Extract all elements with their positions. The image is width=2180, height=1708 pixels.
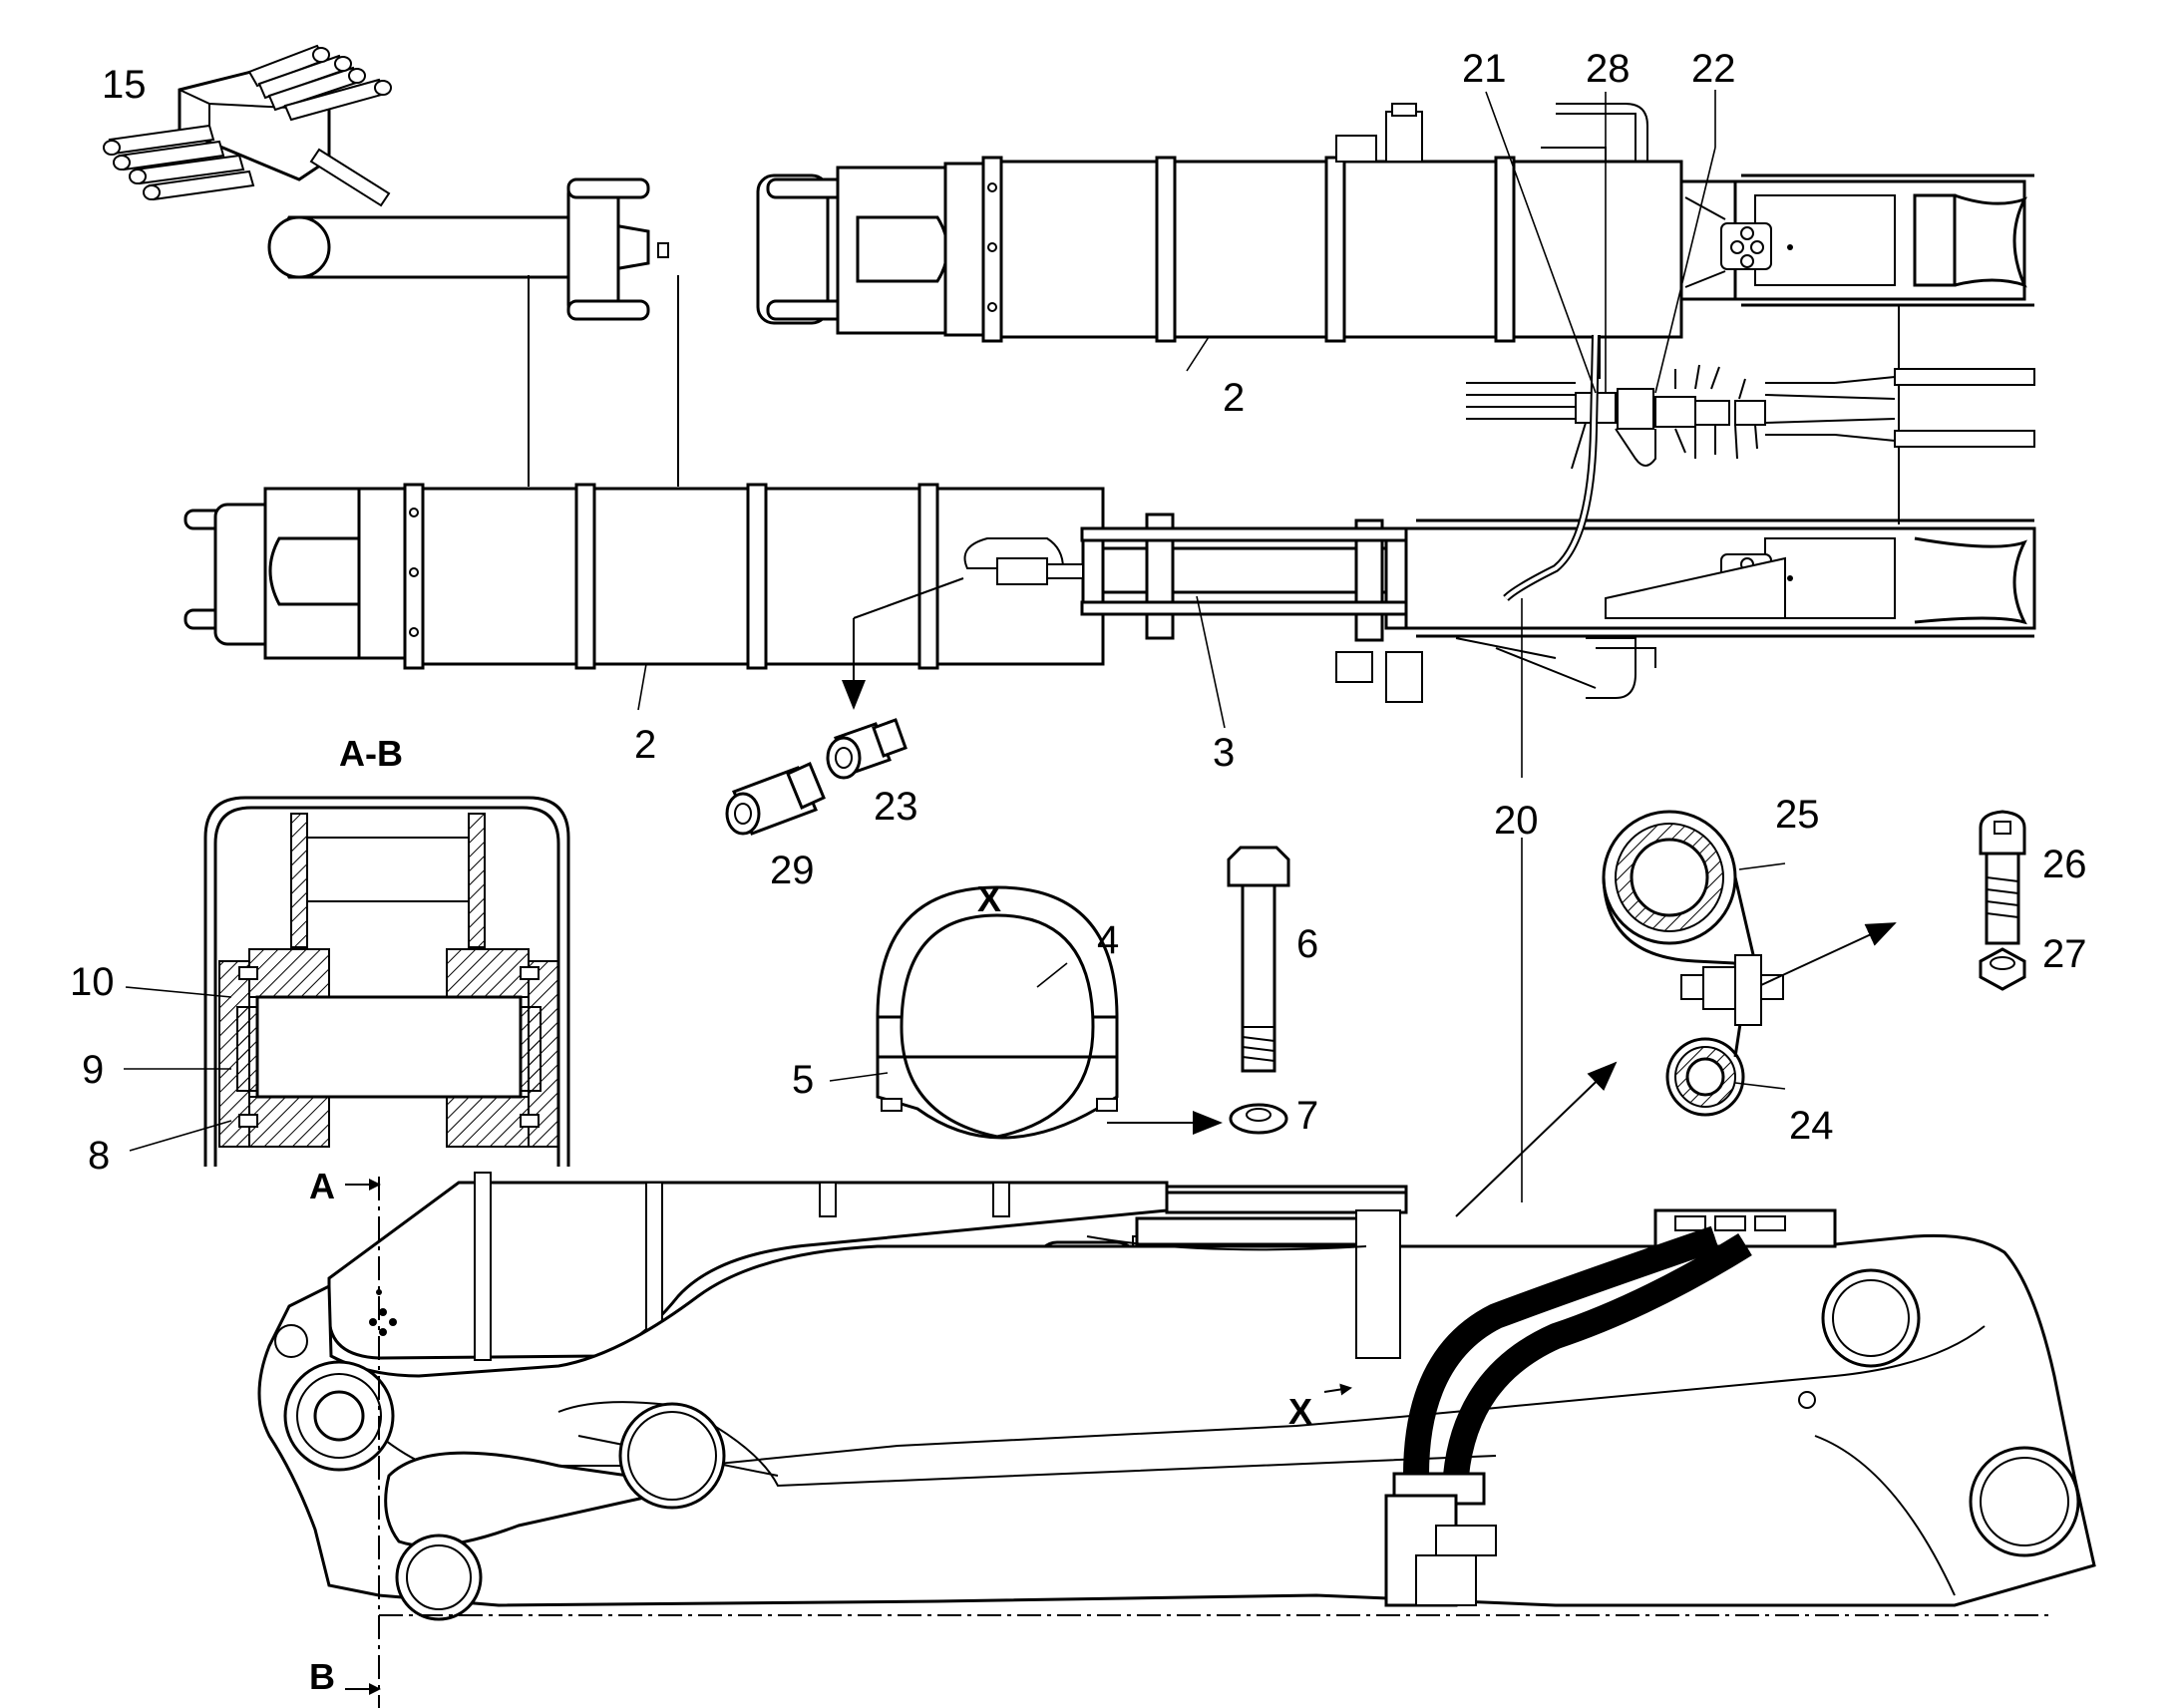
callout-3: 3 <box>1213 731 1235 775</box>
section-title-a-b: A-B <box>339 733 403 774</box>
callout-22: 22 <box>1691 47 1736 91</box>
callout-7: 7 <box>1296 1094 1318 1138</box>
callout-5: 5 <box>792 1058 814 1102</box>
callout-8: 8 <box>88 1134 110 1178</box>
side-view-boom <box>257 1172 2096 1621</box>
callout-27: 27 <box>2042 932 2087 976</box>
cut-label-a: A <box>309 1166 335 1206</box>
callout-15: 15 <box>102 63 147 107</box>
top-view-upper-boom <box>267 103 2034 343</box>
callout-21: 21 <box>1462 47 1507 91</box>
cut-label-b: B <box>309 1656 335 1697</box>
callout-labels: 15 21 28 22 2 2 3 23 29 20 25 26 27 4 5 … <box>70 47 2087 1697</box>
fittings-23-29 <box>725 718 908 836</box>
pipe-clamps-24-25 <box>1602 810 1784 1117</box>
callout-10: 10 <box>70 960 115 1004</box>
callout-24: 24 <box>1789 1104 1834 1148</box>
callout-28: 28 <box>1586 47 1631 91</box>
screw-26-nut-27 <box>1979 810 2026 991</box>
callout-26: 26 <box>2042 843 2087 886</box>
callout-2-lower: 2 <box>634 723 656 767</box>
clamp-4-5 <box>876 885 1119 1140</box>
top-view-lower-boom <box>183 483 2036 703</box>
view-title-x: X <box>977 878 1001 919</box>
callout-23: 23 <box>874 785 918 829</box>
callout-29: 29 <box>770 849 815 892</box>
manifold-block-15 <box>103 44 392 207</box>
view-marker-x: X <box>1288 1391 1312 1432</box>
callout-9: 9 <box>82 1048 104 1092</box>
callout-2-upper: 2 <box>1223 376 1245 420</box>
callout-4: 4 <box>1097 918 1119 962</box>
callout-20: 20 <box>1494 799 1539 843</box>
leader-lines <box>124 90 1897 1695</box>
section-a-b <box>203 796 570 1167</box>
callout-25: 25 <box>1775 793 1820 837</box>
bolt-6-washer-7 <box>1227 846 1290 1135</box>
valve-block-assembly <box>1466 334 2035 601</box>
callout-6: 6 <box>1296 922 1318 966</box>
